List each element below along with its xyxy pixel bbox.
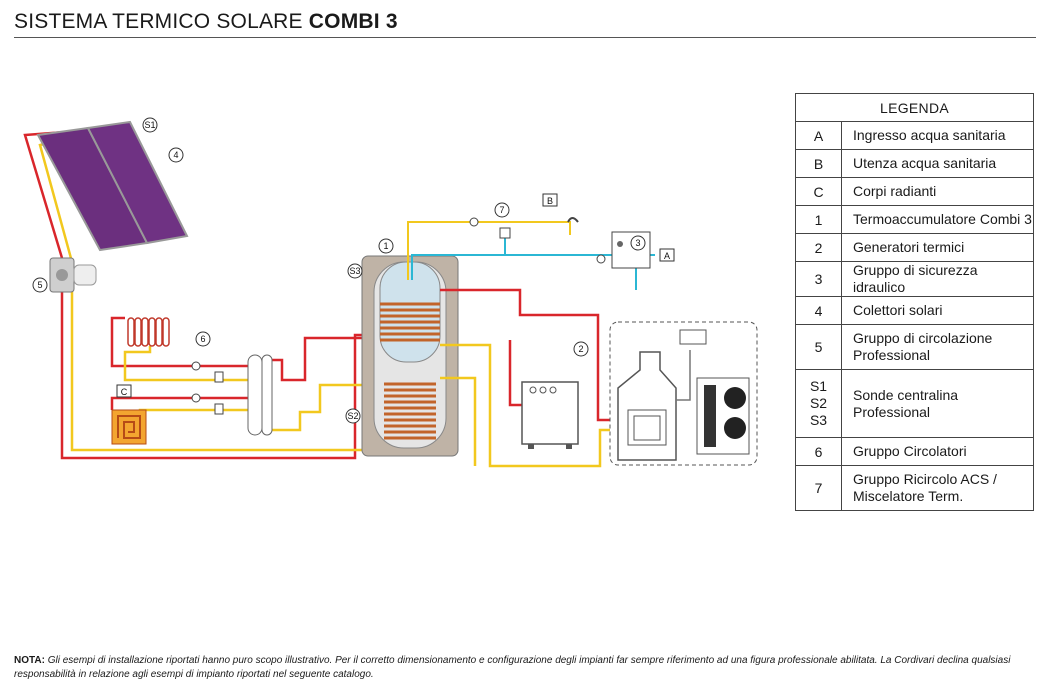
- solar-flow-pipe: [23, 126, 381, 460]
- boiler: [521, 381, 579, 449]
- legend-key: 4: [795, 296, 842, 325]
- legend-header: LEGENDA: [795, 93, 1034, 122]
- label-4: 4: [173, 150, 178, 160]
- label-a: A: [664, 251, 670, 261]
- storage-tank: [361, 255, 459, 457]
- label-s3: S3: [349, 266, 360, 276]
- upper-coil: [380, 302, 440, 342]
- boiler-return-pipe: [440, 343, 610, 468]
- dhw-inner-tank: [379, 261, 441, 363]
- label-5: 5: [37, 280, 42, 290]
- footnote-text: Gli esempi di installazione riportati ha…: [14, 655, 1011, 680]
- coil-return-pipe: [440, 376, 477, 466]
- label-3: 3: [635, 238, 640, 248]
- radiator-flow-pipe: [110, 316, 248, 368]
- solar-collectors: [36, 120, 189, 252]
- recirculation-valve: [469, 217, 511, 239]
- legend-key: B: [795, 149, 842, 178]
- legend-desc: Generatori termici: [841, 233, 1034, 262]
- footnote-label: NOTA:: [14, 655, 45, 666]
- floor-return-pipe: [138, 408, 248, 425]
- circulation-group: [49, 257, 97, 293]
- underfloor-heating: [111, 409, 147, 445]
- callout-markers: [32, 117, 675, 424]
- legend-key: 7: [795, 465, 842, 511]
- label-s2: S2: [347, 411, 358, 421]
- label-2: 2: [578, 344, 583, 354]
- dhw-circuit: [407, 221, 655, 290]
- cold-water-pipe: [411, 254, 655, 280]
- legend-key: 2: [795, 233, 842, 262]
- floor-flow-pipe: [110, 396, 248, 410]
- radiator: [127, 317, 170, 347]
- label-6: 6: [200, 334, 205, 344]
- lower-coil: [384, 382, 436, 440]
- legend-key: 3: [795, 261, 842, 297]
- legend-desc: Gruppo Circolatori: [841, 437, 1034, 466]
- legend-desc: Gruppo di sicurezza idraulico: [841, 261, 1034, 297]
- label-s1: S1: [144, 120, 155, 130]
- legend-desc: Ingresso acqua sanitaria: [841, 121, 1034, 150]
- page-title: SISTEMA TERMICO SOLARE COMBI 3: [14, 10, 398, 34]
- label-7: 7: [499, 205, 504, 215]
- hydraulic-separator: [247, 354, 273, 436]
- title-prefix: SISTEMA TERMICO SOLARE: [14, 10, 303, 33]
- footnote: NOTA: Gli esempi di installazione riport…: [14, 654, 1039, 682]
- label-b: B: [547, 196, 553, 206]
- legend-key: S1 S2 S3: [795, 369, 842, 438]
- hot-water-pipe: [407, 221, 571, 280]
- title-rule: [14, 37, 1036, 38]
- title-model: COMBI 3: [308, 10, 398, 33]
- legend-desc: Utenza acqua sanitaria: [841, 149, 1034, 178]
- manifold-cold-pipe: [262, 383, 381, 432]
- legend-key: C: [795, 177, 842, 206]
- legend-key: A: [795, 121, 842, 150]
- radiator-return-pipe: [123, 346, 248, 382]
- legend-key: 5: [795, 324, 842, 370]
- label-1: 1: [383, 241, 388, 251]
- legend-desc: Corpi radianti: [841, 177, 1034, 206]
- manifold-hot-pipe: [262, 336, 381, 382]
- boiler-link-pipe: [508, 340, 522, 407]
- thermal-generators-box: [609, 321, 758, 466]
- safety-group: [596, 231, 651, 269]
- legend-key: 1: [795, 205, 842, 234]
- label-c: C: [121, 387, 128, 397]
- tap-icon: [567, 217, 579, 223]
- pump-group-6: [191, 361, 224, 415]
- callout-labels: S1 4 5 6 1 S3 7 2 3 S2 B A C: [37, 120, 670, 421]
- boiler-flow-pipe: [440, 288, 610, 422]
- legend-desc: Sonde centralina Professional: [841, 369, 1034, 438]
- legend-desc: Termoaccumulatore Combi 3: [841, 205, 1034, 234]
- legend-desc: Gruppo di circolazione Professional: [841, 324, 1034, 370]
- legend-desc: Gruppo Ricircolo ACS / Miscelatore Term.: [841, 465, 1034, 511]
- legend-key: 6: [795, 437, 842, 466]
- legend-desc: Colettori solari: [841, 296, 1034, 325]
- generator-circuit: [440, 288, 610, 468]
- solar-panel-right: [86, 120, 189, 245]
